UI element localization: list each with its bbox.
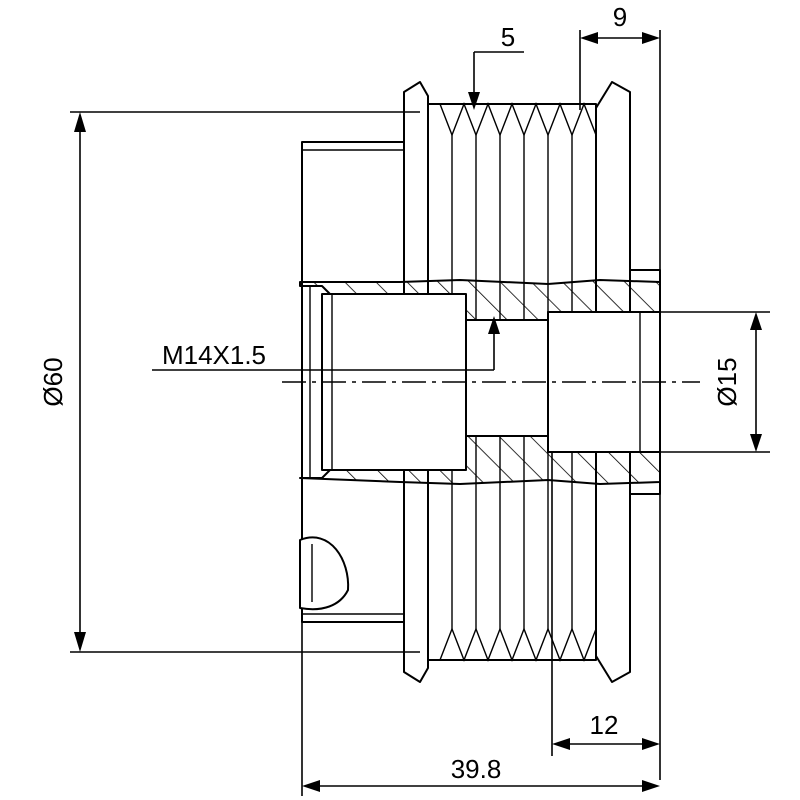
dim-outer-diameter: Ø60: [38, 111, 420, 653]
dim-thread: M14X1.5: [152, 316, 500, 371]
overall-length-label: 39.8: [451, 754, 502, 784]
groove-pitch-label: 5: [501, 22, 515, 52]
bore-depth-label: 12: [590, 710, 619, 740]
dim-bore-depth: 12: [551, 452, 660, 756]
bore-diameter-label: Ø15: [712, 357, 742, 406]
center-bore: [465, 319, 549, 437]
outer-diameter-label: Ø60: [38, 357, 68, 406]
flange-width-label: 9: [613, 2, 627, 32]
dim-flange-width: 9: [579, 2, 661, 780]
thread-label: M14X1.5: [162, 340, 266, 370]
dim-bore-diameter: Ø15: [660, 311, 770, 453]
dim-overall-length: 39.8: [301, 622, 660, 796]
dim-groove-pitch: 5: [468, 22, 524, 110]
